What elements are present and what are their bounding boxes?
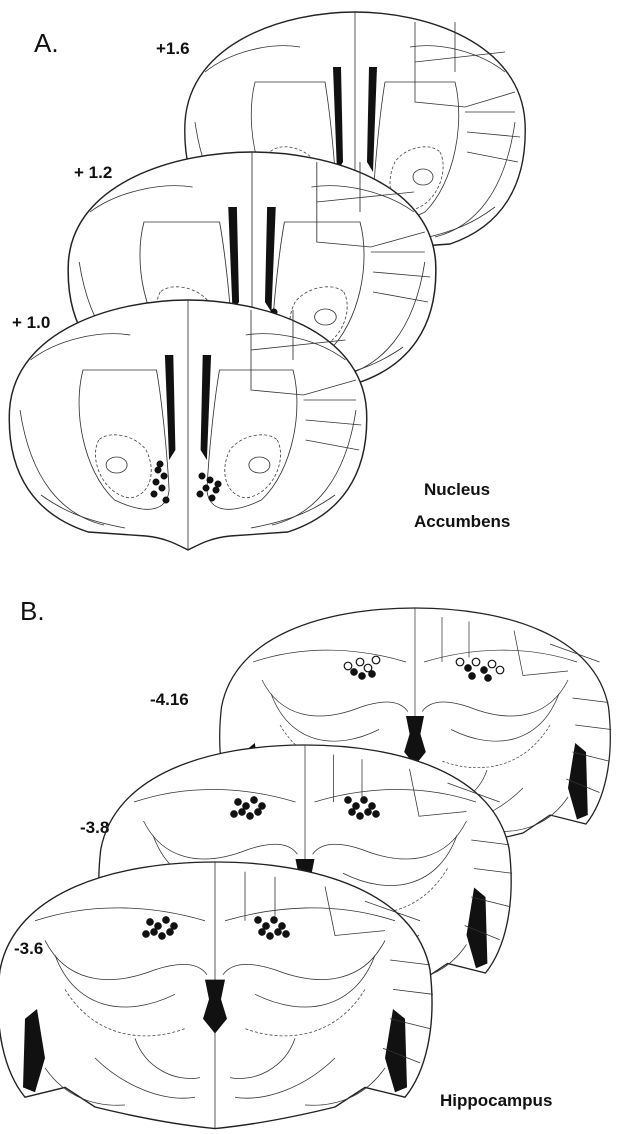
coord-label: -4.16 [150,690,189,709]
region-label-line-1: Nucleus [424,480,490,499]
coord-label: -3.8 [80,818,109,837]
coord-label: + 1.0 [12,313,50,332]
panel-b: B. -4.16 [0,596,611,1129]
coord-label: -3.6 [14,939,43,958]
panel-a: A. +1.6 [9,12,525,550]
panel-b-letter: B. [20,596,45,626]
section-plus-1-0 [9,300,366,550]
coord-label: +1.6 [156,39,190,58]
coord-label: + 1.2 [74,163,112,182]
panel-a-letter: A. [34,28,59,58]
region-label-line-2: Accumbens [414,512,510,531]
region-label: Hippocampus [440,1091,552,1110]
section-minus-3-6 [0,862,433,1129]
